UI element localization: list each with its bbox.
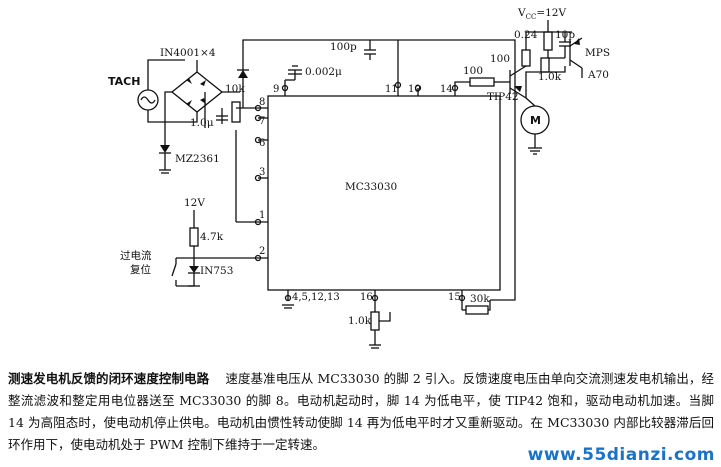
label-100-mid: 100	[463, 65, 483, 77]
pot-feedback	[231, 101, 241, 123]
label-12v: 12V	[184, 197, 205, 209]
label-1u: 1.0μ	[190, 117, 214, 129]
wire-top-rail	[242, 39, 516, 120]
transistor-mps-a70	[569, 37, 583, 69]
label-47k: 4.7k	[200, 231, 224, 243]
label-0002u: 0.002μ	[305, 66, 342, 78]
pin-8: 8	[259, 97, 265, 108]
zener-mz2361	[159, 130, 171, 174]
label-mps: MPS	[585, 47, 610, 59]
resistor-100-top	[521, 49, 531, 67]
reset-switch	[171, 257, 194, 287]
pin-7: 7	[259, 116, 265, 127]
watermark: www.55dianzi.com	[527, 445, 715, 465]
label-pot-10k: 1.0k	[348, 315, 372, 327]
label-tip42: TIP42	[487, 91, 519, 103]
pin-1: 1	[259, 210, 265, 221]
label-10k-top: 10k	[225, 83, 245, 95]
resistor-100-mid	[469, 77, 495, 87]
label-vcc: VCC=12V	[517, 7, 566, 21]
resistor-30k	[465, 305, 489, 315]
label-bridge: IN4001×4	[160, 47, 216, 59]
ic-mc33030	[267, 95, 501, 291]
label-tach: TACH	[108, 75, 140, 88]
transistor-tip42	[509, 65, 527, 99]
resistor-024	[543, 31, 553, 51]
diode-feedback	[237, 68, 249, 108]
pin-2: 2	[259, 246, 265, 257]
pin-14: 14	[440, 84, 453, 95]
label-100-top: 100	[490, 53, 510, 65]
pin-15: 15	[448, 292, 461, 303]
pin-3: 3	[259, 167, 265, 178]
caption: 测速发电机反馈的闭环速度控制电路 速度基准电压从 MC33030 的脚 2 引入…	[8, 368, 714, 456]
resistor-47k	[189, 227, 199, 247]
capacitor-0002u	[288, 65, 302, 80]
label-1k-pnp: 1.0k	[538, 71, 562, 83]
caption-title: 测速发电机反馈的闭环速度控制电路	[8, 371, 210, 386]
zener-in753	[188, 258, 200, 287]
label-a70: A70	[587, 69, 609, 81]
caption-body: 速度基准电压从 MC33030 的脚 2 引入。反馈速度电压由单向交流测速发电机…	[8, 371, 714, 452]
label-overcurrent: 过电流	[120, 249, 152, 262]
pin-16: 16	[360, 292, 373, 303]
schematic: MC33030 100p 11 10k 0.002μ 9 10 14 100	[108, 7, 610, 349]
label-mz2361: MZ2361	[175, 153, 220, 165]
pin-6: 6	[259, 138, 265, 149]
ic-label: MC33030	[345, 181, 397, 193]
diode-bridge	[170, 71, 224, 113]
resistor-1k-pnp	[540, 57, 550, 73]
label-in753: IN753	[200, 265, 233, 277]
label-gnd-pins: 4,5,12,13	[292, 292, 340, 303]
label-100p: 100p	[330, 41, 357, 53]
pin-10: 10	[408, 84, 421, 95]
pin-9: 9	[273, 84, 279, 95]
label-reset: 复位	[130, 263, 151, 276]
pot-10k	[370, 311, 380, 331]
capacitor-100p	[364, 49, 376, 60]
label-motor: M	[530, 114, 541, 127]
label-30k: 30k	[470, 293, 490, 305]
pin-11: 11	[385, 84, 398, 95]
